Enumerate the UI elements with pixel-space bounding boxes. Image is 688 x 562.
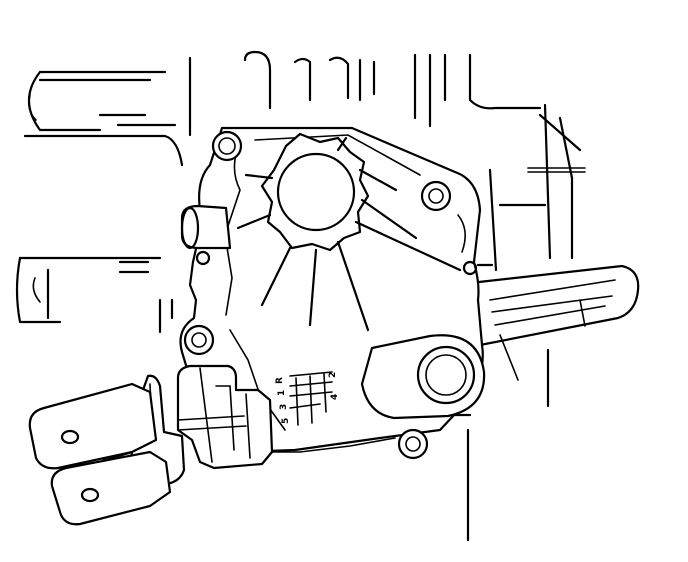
gear-label-r: R	[275, 377, 285, 384]
central-shaft-boss	[236, 132, 462, 332]
small-stud	[195, 250, 211, 266]
housing-edge-detail	[271, 437, 396, 453]
spade-terminal-lower	[50, 450, 172, 526]
mounting-bolt-left	[183, 324, 215, 356]
gear-label-4: 4	[330, 394, 340, 400]
gear-label-2: 2	[328, 372, 338, 378]
shift-pattern-plate: 2 4 R 1 3 5	[275, 371, 340, 426]
breather-pipe	[180, 204, 232, 250]
switch-connector-housing	[176, 364, 274, 470]
gear-label-3: 3	[279, 404, 289, 410]
gear-label-5: 5	[281, 418, 291, 424]
mounting-bolt-top-right	[420, 180, 452, 212]
selector-shaft-boss	[360, 334, 486, 420]
gear-label-1: 1	[277, 390, 287, 396]
mounting-bolt-bottom	[397, 428, 429, 460]
small-stud-right	[462, 260, 478, 276]
spade-terminal-upper	[28, 382, 158, 470]
mounting-bolt-top-left	[211, 130, 243, 162]
selector-lever-arm	[468, 264, 640, 381]
transmission-casing	[15, 50, 586, 542]
